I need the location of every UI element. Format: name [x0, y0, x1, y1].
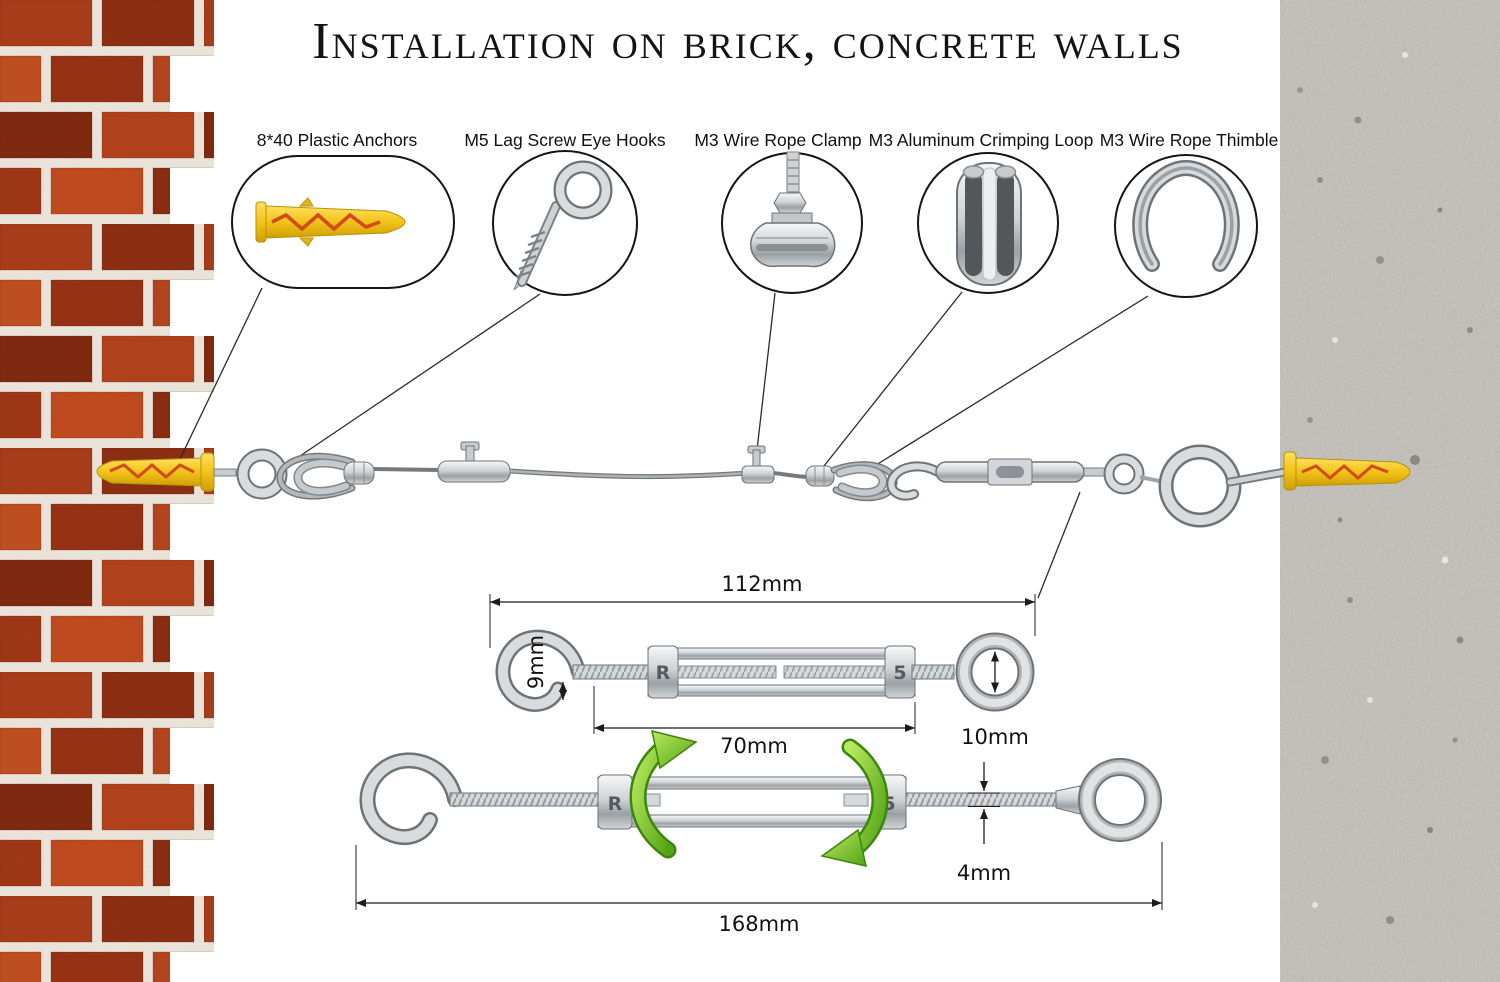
- eye-hook-left: [213, 448, 288, 500]
- callout-label-eye-hooks: M5 Lag Screw Eye Hooks: [464, 130, 666, 150]
- crimp-sleeve-left: [343, 461, 375, 485]
- leader-line-anchor: [179, 287, 263, 460]
- dim-text-9mm: 9mm: [524, 635, 548, 689]
- wire-segment: [373, 467, 441, 472]
- wire-rope-clamp-icon: [750, 151, 836, 268]
- dim-hook-9: 9mm: [524, 635, 567, 700]
- turnbuckle-open-diagram: R 5: [355, 729, 1163, 936]
- dim-overall-112: 112mm: [489, 572, 1036, 648]
- turnbuckle-eye: [955, 632, 1035, 712]
- dim-text-4mm: 4mm: [957, 861, 1011, 885]
- thread-texture: [450, 793, 598, 806]
- eye-hook-icon: [513, 160, 613, 291]
- dim-overall-168: 168mm: [355, 842, 1163, 936]
- rotation-arrowhead: [820, 828, 867, 867]
- callout-label-thimble: M3 Wire Rope Thimble: [1099, 130, 1279, 150]
- concrete-speckles: [1297, 52, 1473, 924]
- hook-highlight: [498, 632, 583, 710]
- frame-mark-right: 5: [893, 662, 906, 684]
- wire-segment: [773, 471, 811, 479]
- leader-line-thimble: [867, 295, 1149, 471]
- concrete-wall: [1280, 0, 1500, 982]
- ring-eye: [1158, 444, 1242, 528]
- frame-mark-left: R: [608, 793, 623, 815]
- callout-label-plastic-anchors: 8*40 Plastic Anchors: [256, 130, 418, 150]
- leader-line-turnbuckle-detail: [1037, 491, 1081, 599]
- plastic-anchor-icon: [255, 197, 406, 247]
- dim-eye-10: 10mm: [961, 651, 1029, 749]
- crimp-sleeve-right: [805, 465, 835, 487]
- turnbuckle-closed-diagram: R 5 112mm 70mm: [489, 572, 1036, 758]
- thread-texture: [912, 665, 954, 679]
- dim-text-112mm: 112mm: [722, 572, 803, 596]
- rotation-arrowhead: [651, 729, 698, 770]
- turnbuckle-frame: R 5: [647, 645, 916, 699]
- callout-label-wire-rope-clamp: M3 Wire Rope Clamp: [694, 130, 862, 150]
- wire-rope-assembly: [96, 441, 1411, 528]
- leader-line-crimp: [823, 291, 963, 467]
- turnbuckle-assembly: [886, 453, 1145, 501]
- eye-neck: [1055, 785, 1081, 815]
- thread-texture: [573, 665, 651, 679]
- callout-label-crimping-loop: M3 Aluminum Crimping Loop: [868, 130, 1094, 150]
- dim-text-10mm: 10mm: [961, 725, 1029, 749]
- leader-lines: [179, 287, 1149, 599]
- thread-texture: [906, 793, 1056, 806]
- brick-wall: [0, 0, 214, 982]
- wall-anchor-right: [1225, 451, 1411, 491]
- hook-highlight: [362, 754, 461, 843]
- thimble-icon: [1132, 160, 1240, 272]
- wire-loop-right: [830, 461, 898, 502]
- wall-anchor-left: [96, 452, 215, 492]
- rotation-arrows: [629, 729, 889, 867]
- frame-mark-left: R: [656, 662, 671, 684]
- leader-line-eye-hook: [299, 293, 541, 457]
- turnbuckle-eye: [1078, 758, 1162, 842]
- wire-loop-left: [276, 452, 356, 500]
- dim-body-70: 70mm: [593, 686, 916, 758]
- wire-rope-highlight: [509, 469, 749, 478]
- dim-text-70mm: 70mm: [720, 734, 788, 758]
- page-title: Installation on brick, concrete walls: [312, 13, 1184, 70]
- dim-text-168mm: 168mm: [719, 912, 800, 936]
- dim-thread-4: 4mm: [957, 762, 1011, 885]
- crimping-loop-icon: [956, 162, 1022, 286]
- leader-line-clamp: [756, 292, 776, 451]
- wire-rope-clamp-assembly: [741, 445, 775, 484]
- inline-fitting: [437, 441, 511, 483]
